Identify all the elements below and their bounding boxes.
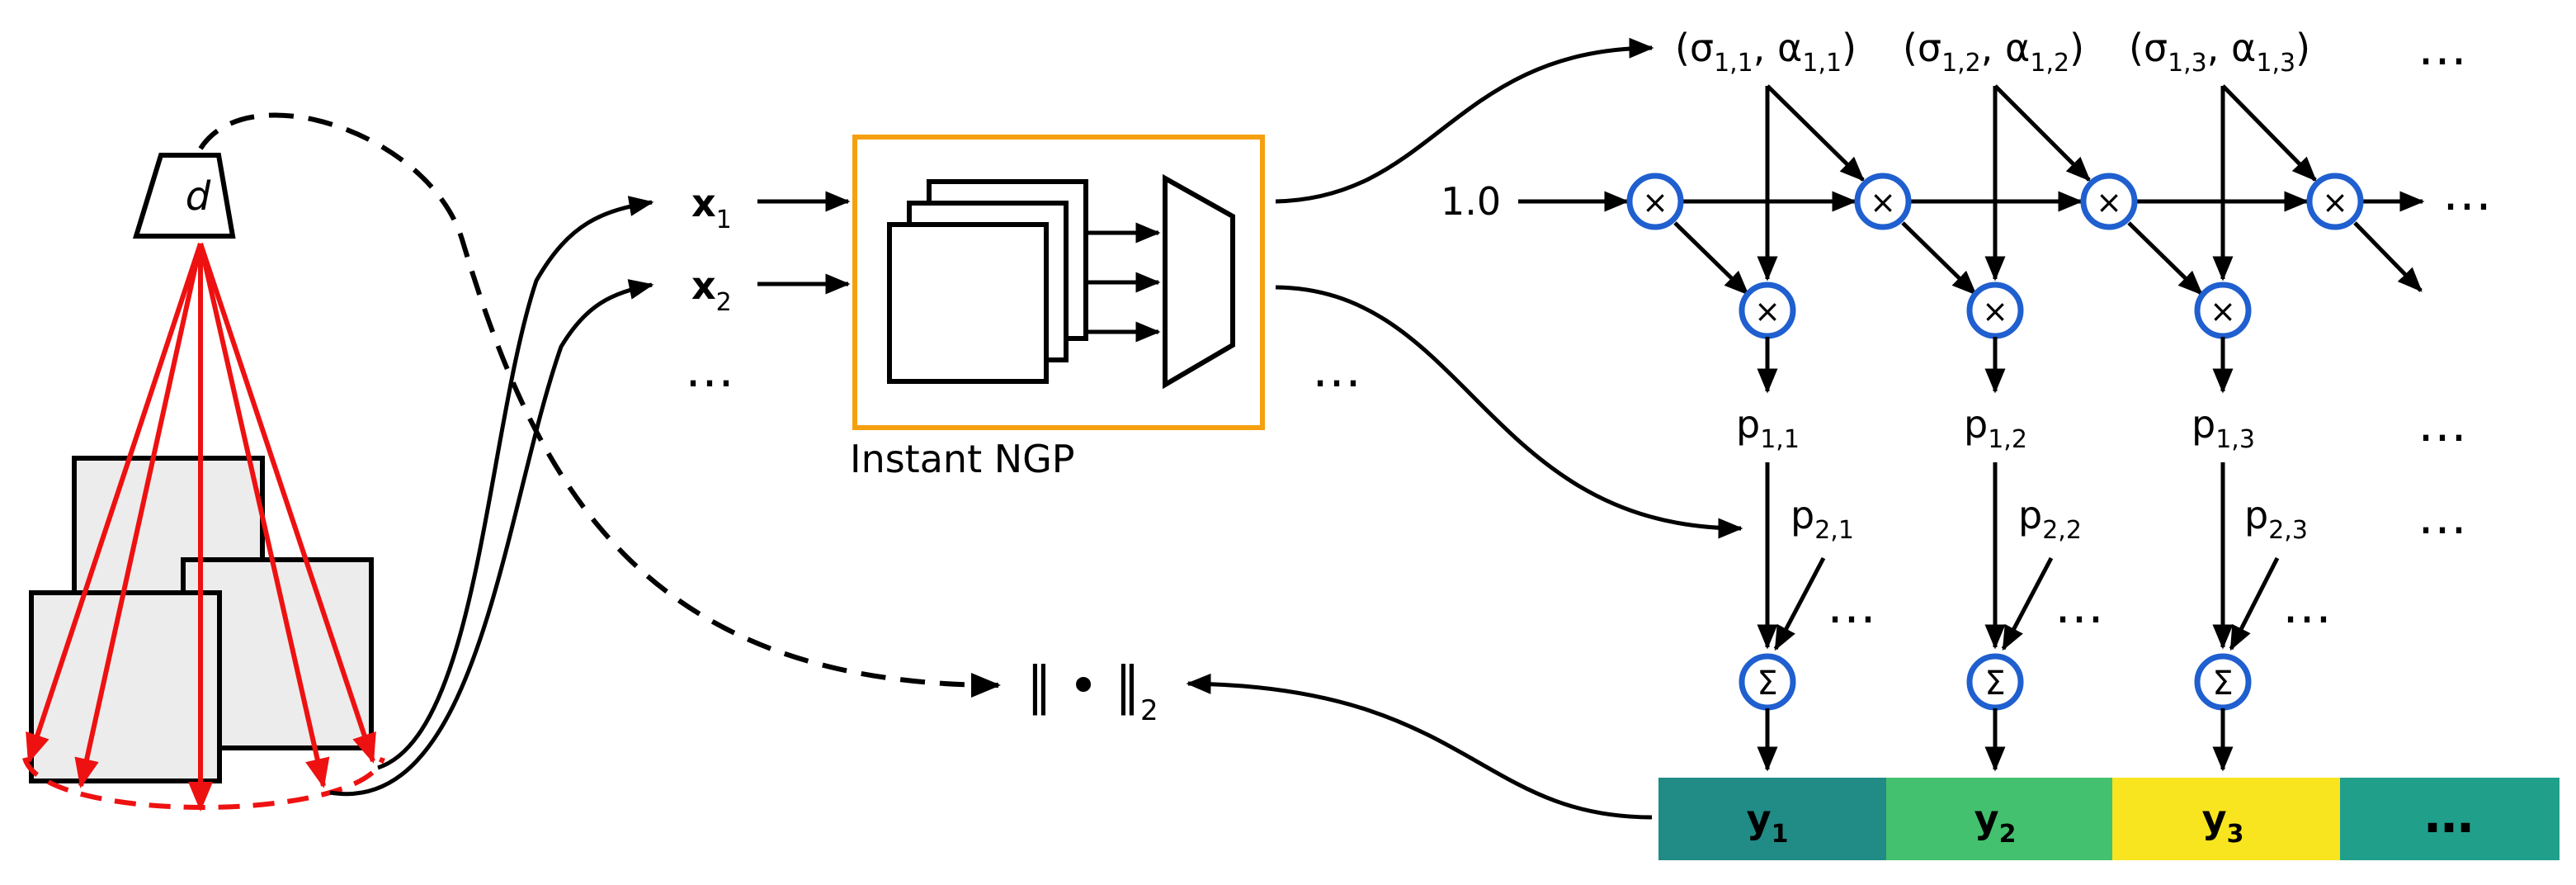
x2-subscript: 2 xyxy=(716,288,732,317)
svg-text:x1: x1 xyxy=(691,181,732,234)
p1-row-ellipsis: … xyxy=(2418,395,2467,453)
chain-ellipsis: … xyxy=(2442,164,2492,222)
p2-3-label: p2,3 xyxy=(2244,493,2308,545)
multiply-op-chain-4: × xyxy=(2306,173,2364,230)
p1-2-label: p1,2 xyxy=(1964,402,2027,454)
output-cell-y1 xyxy=(1658,778,1886,860)
sum-3-ellipsis: … xyxy=(2282,577,2332,635)
camera: d xyxy=(132,153,236,239)
p1-1-label: p1,1 xyxy=(1736,402,1800,454)
multiply-op-sample-1: × xyxy=(1739,282,1796,339)
output-y1-label: y1 xyxy=(1747,797,1789,849)
output-more-label: … xyxy=(2424,787,2474,845)
svg-text:×: × xyxy=(1642,184,1668,220)
mlp-decoder-icon xyxy=(1163,173,1235,390)
svg-text:x2: x2 xyxy=(691,263,732,317)
input-x1: x1 xyxy=(691,181,732,234)
sum-1-ellipsis: … xyxy=(1827,577,1876,635)
loss-subscript: 2 xyxy=(1140,694,1158,727)
model-to-samples xyxy=(1275,37,1654,204)
multiply-op-chain-2: × xyxy=(1854,173,1912,230)
multiply-op-chain-3: × xyxy=(2080,173,2138,230)
sum-op-2: Σ xyxy=(1966,653,2024,711)
model-to-p2 xyxy=(1275,285,1743,539)
ray-to-x1 xyxy=(377,196,654,770)
output-y2-label: y2 xyxy=(1974,797,2017,849)
output-cell-y3 xyxy=(2112,778,2340,860)
model-label: Instant NGP xyxy=(850,437,1075,481)
svg-text:Σ: Σ xyxy=(1984,665,2005,703)
camera-frustum-icon xyxy=(132,153,236,239)
output-bar: y1 y2 y3 … xyxy=(1658,778,2559,860)
sum-op-3: Σ xyxy=(2194,653,2252,711)
sum-2-ellipsis: … xyxy=(2055,577,2104,635)
init-value: 1.0 xyxy=(1441,179,1501,224)
svg-text:×: × xyxy=(1870,184,1896,220)
output-to-loss xyxy=(1186,673,1653,820)
svg-text:×: × xyxy=(1754,293,1781,329)
feature-grid-1 xyxy=(887,222,1049,384)
ground-truth-path xyxy=(198,112,1001,698)
inputs-ellipsis: … xyxy=(685,341,734,399)
output-cell-y2 xyxy=(1886,778,2112,860)
x2-label: x xyxy=(691,263,716,308)
sample-1: (σ1,1, α1,1) xyxy=(1675,26,1857,78)
sample-3: (σ1,3, α1,3) xyxy=(2129,26,2310,78)
camera-rays xyxy=(22,243,385,812)
x1-subscript: 1 xyxy=(716,206,732,234)
camera-label: d xyxy=(186,173,211,220)
input-x2: x2 xyxy=(691,263,732,317)
loss-label: ‖ • ‖ xyxy=(1026,655,1140,717)
multiply-op-chain-1: × xyxy=(1626,173,1684,230)
svg-text:Σ: Σ xyxy=(1757,665,1777,703)
p2-1-label: p2,1 xyxy=(1790,493,1854,545)
svg-text:×: × xyxy=(2322,184,2348,220)
p2-row-ellipsis: … xyxy=(2418,488,2467,546)
loss-norm: ‖ • ‖2 xyxy=(1026,655,1158,727)
sum-op-1: Σ xyxy=(1739,653,1796,711)
model-box xyxy=(852,135,1265,430)
output-cell-more xyxy=(2340,778,2559,860)
svg-text:(σ1,2, α1,2): (σ1,2, α1,2) xyxy=(1903,26,2084,78)
svg-text:×: × xyxy=(2210,293,2236,329)
output-y3-label: y3 xyxy=(2202,797,2244,849)
image-frame-front xyxy=(29,590,222,783)
svg-text:Σ: Σ xyxy=(2212,665,2233,703)
p1-3-label: p1,3 xyxy=(2191,402,2255,454)
svg-text:×: × xyxy=(2096,184,2122,220)
multiply-op-sample-3: × xyxy=(2194,282,2252,339)
svg-text:‖ • ‖2: ‖ • ‖2 xyxy=(1026,655,1158,727)
model-output-ellipsis: … xyxy=(1312,341,1361,399)
svg-text:(σ1,3, α1,3): (σ1,3, α1,3) xyxy=(2129,26,2310,78)
svg-text:(σ1,1, α1,1): (σ1,1, α1,1) xyxy=(1675,26,1857,78)
sample-2: (σ1,2, α1,2) xyxy=(1903,26,2084,78)
svg-text:×: × xyxy=(1982,293,2008,329)
p2-2-label: p2,2 xyxy=(2018,493,2082,545)
x1-label: x xyxy=(691,181,716,225)
samples-ellipsis: … xyxy=(2418,19,2467,77)
multiply-op-sample-2: × xyxy=(1966,282,2024,339)
ray-to-x2 xyxy=(329,279,654,797)
ray-arc xyxy=(22,756,385,810)
